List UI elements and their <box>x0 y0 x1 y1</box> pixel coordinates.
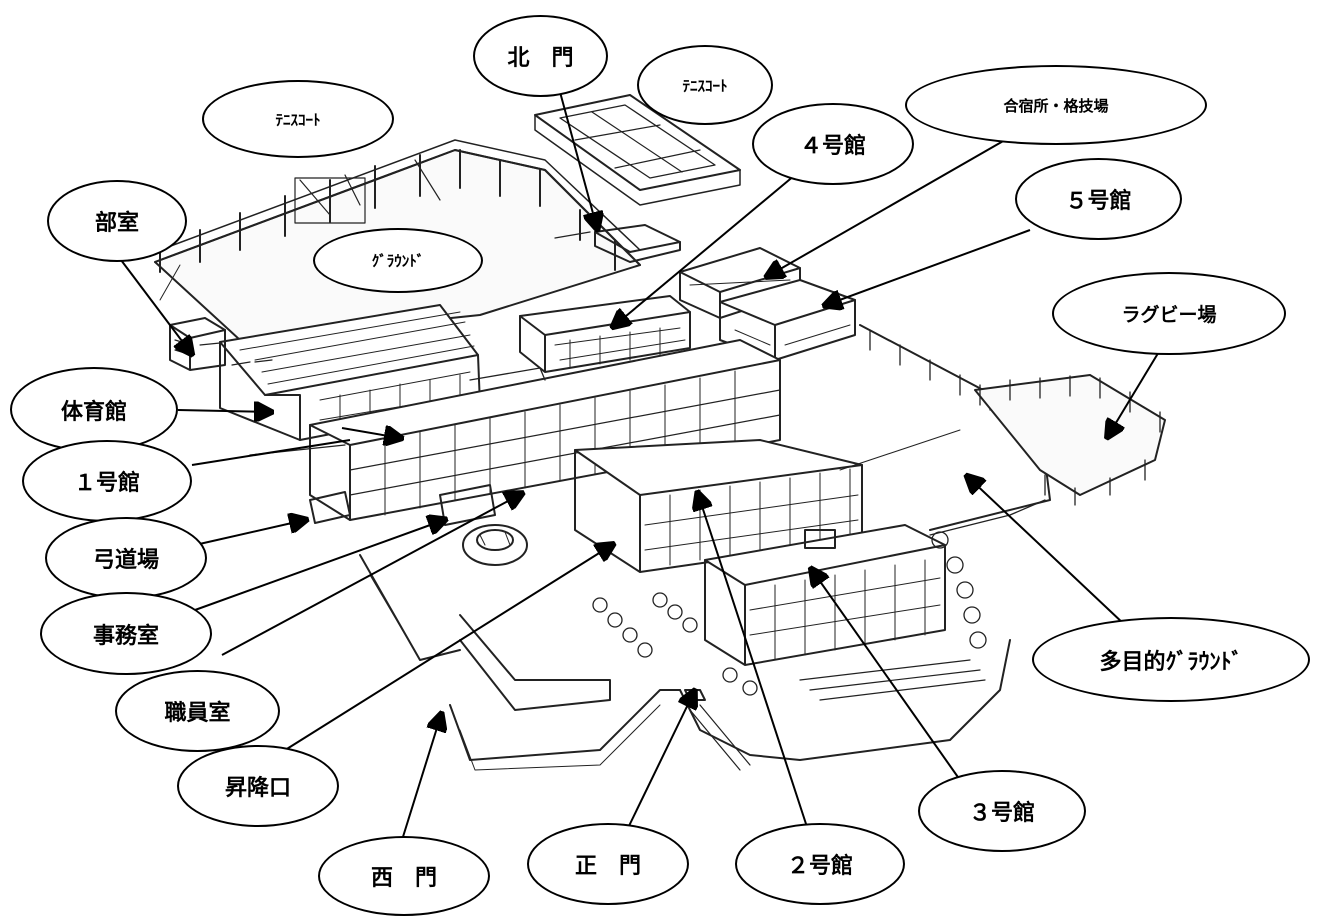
label-ground: ｸﾞﾗｳﾝﾄﾞ <box>313 228 483 293</box>
label-seimon: 正 門 <box>527 823 689 905</box>
leader-bldg3 <box>812 570 961 781</box>
label-bushitsu: 部室 <box>47 180 187 262</box>
label-rugby: ラグビー場 <box>1052 272 1286 355</box>
label-tennis-court-left: ﾃﾆｽｺｰﾄ <box>202 80 394 158</box>
leader-bldg4 <box>614 174 796 326</box>
label-kitamon: 北 門 <box>473 15 608 97</box>
label-jimushitsu: 事務室 <box>40 592 212 675</box>
leader-bldg1 <box>191 439 351 466</box>
leader-shokuinshitsu <box>221 494 521 656</box>
leader-kitamon <box>559 91 597 228</box>
leader-taiikukan <box>177 410 270 412</box>
leader-bldg5 <box>826 229 1031 305</box>
label-gasshukujo: 合宿所・格技場 <box>905 65 1207 145</box>
parking-lot <box>799 659 986 701</box>
leader-bldg1-arrow <box>341 428 400 438</box>
leader-gasshukujo <box>768 139 1006 276</box>
back-tennis-court <box>534 94 741 206</box>
building-1 <box>309 339 781 521</box>
building-2 <box>704 524 946 666</box>
label-tennis-court-back: ﾃﾆｽｺｰﾄ <box>637 45 773 125</box>
label-shokuinshitsu: 職員室 <box>115 670 280 752</box>
leader-seimon <box>627 692 694 829</box>
leader-bushitsu <box>114 251 191 353</box>
label-building-1: １号館 <box>22 440 192 522</box>
label-nishimon: 西 門 <box>318 836 490 916</box>
label-tamokuteki-ground: 多目的ｸﾞﾗｳﾝﾄﾞ <box>1032 617 1310 702</box>
leader-nishimon <box>401 715 441 841</box>
label-building-2: ２号館 <box>735 823 905 905</box>
leader-bldg2 <box>698 494 809 831</box>
rugby-field <box>974 374 1166 506</box>
label-building-4: ４号館 <box>752 103 914 185</box>
label-building-3: ３号館 <box>918 770 1086 852</box>
leader-jimushitsu <box>194 520 444 611</box>
trees <box>592 531 987 696</box>
label-taiikukan: 体育館 <box>10 367 178 452</box>
label-building-5: ５号館 <box>1015 158 1182 240</box>
leader-kyudojo <box>194 520 305 546</box>
leader-rugby <box>1108 349 1161 436</box>
fountain <box>462 524 528 566</box>
label-kyudojo: 弓道場 <box>45 517 207 599</box>
building-4 <box>519 295 691 373</box>
leader-shokoguchi <box>281 545 612 753</box>
label-shokoguchi: 昇降口 <box>177 745 339 827</box>
leader-tamokuteki <box>968 477 1126 626</box>
